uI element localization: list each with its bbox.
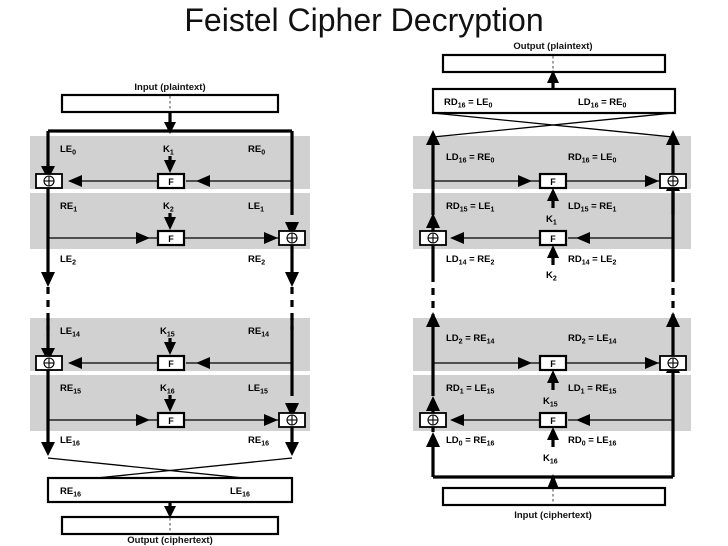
enc-r16-arrow-mid (136, 414, 150, 426)
enc-label-K1: K1​ (163, 144, 174, 157)
enc-label-RE14: RE14​ (248, 326, 269, 339)
dec-label-K1: K1​ (546, 214, 557, 227)
enc-label-LE15: LE15​ (248, 383, 268, 396)
enc-label-LE0: LE0​ (60, 144, 76, 157)
dec-left-arrow-top (426, 130, 440, 145)
dec-left-arrow-bottom (426, 432, 440, 447)
dec-left-arrow-r16 (426, 396, 440, 411)
enc-label-K16: K16​ (160, 383, 175, 396)
enc-k16-arrow (164, 399, 176, 412)
dec-f-label-r16: F (550, 416, 556, 426)
enc-r2-arrow-mid (136, 232, 150, 244)
dec-r15-arrow-mid (518, 357, 532, 369)
dec-k15-arrow (547, 370, 559, 383)
dec-label-LD2: LD2​ = RE14​ (446, 333, 495, 346)
enc-output-caption: Output (ciphertext) (127, 535, 213, 546)
enc-label-LE16: LE16​ (60, 435, 80, 448)
enc-label-K15: K15​ (160, 326, 175, 339)
enc-k1-arrow (164, 160, 176, 173)
dec-swap-left: RD16​ = LE0​ (444, 97, 493, 110)
dec-output-arrow-head (547, 70, 559, 83)
enc-r15-arrow-left (68, 357, 82, 369)
dec-left-arrow-r15 (426, 312, 440, 327)
enc-left-arrow-r2 (41, 272, 55, 287)
enc-label-LE14: LE14​ (60, 326, 80, 339)
dec-swap-right: LD16​ = RE0​ (578, 97, 627, 110)
enc-right-arrow-mid (285, 272, 299, 287)
dec-input-caption: Input (ciphertext) (514, 510, 592, 521)
dec-label-LD16: LD16​ = RE0​ (446, 152, 495, 165)
enc-r1-arrow-left (68, 175, 82, 187)
dec-label-LD14: LD14​ = RE2​ (446, 254, 495, 267)
dec-output-box (441, 53, 667, 74)
enc-left-arrow-r1 (41, 166, 55, 180)
dec-label-K15: K15​ (543, 396, 558, 409)
dec-f-label-r1: F (550, 177, 556, 187)
dec-input-box (441, 486, 667, 507)
enc-label-RE15: RE15​ (60, 383, 81, 396)
dec-r16-arrow-right (576, 414, 590, 426)
dec-r1-arrow-right (645, 175, 659, 187)
dec-label-K2: K2​ (546, 270, 557, 283)
dec-output-caption: Output (plaintext) (513, 41, 592, 52)
enc-f-label-r2: F (168, 234, 174, 244)
enc-f-label-r15: F (168, 359, 174, 369)
dec-label-LD1: LD1​ = RE15​ (568, 383, 617, 396)
dec-k2-arrow (547, 245, 559, 258)
enc-swap-right: LE16​ (230, 486, 250, 499)
enc-input-caption: Input (plaintext) (134, 82, 205, 93)
enc-label-RE2: RE2​ (248, 254, 265, 267)
enc-input-arrow-head (164, 122, 176, 134)
dec-left-arrow-r2 (426, 213, 440, 228)
enc-label-RE0: RE0​ (248, 144, 265, 157)
enc-k2-arrow (164, 217, 176, 230)
dec-f-label-r2: F (550, 234, 556, 244)
dec-label-RD2: RD2​ = LE14​ (568, 333, 617, 346)
dec-label-RD15: RD15​ = LE1​ (446, 201, 495, 214)
dec-label-RD0: RD0​ = LE16​ (568, 435, 617, 448)
enc-output-arrow-head (164, 506, 176, 518)
enc-swap-box (46, 476, 294, 504)
dec-crossover-right-to-left (432, 112, 674, 138)
enc-label-RE16: RE16​ (248, 435, 269, 448)
dec-label-LD15: LD15​ = RE1​ (568, 201, 617, 214)
enc-f-label-r1: F (168, 177, 174, 187)
dec-k1-arrow (547, 188, 559, 201)
enc-r2-arrow-right (264, 232, 278, 244)
dec-right-arrow-top (666, 130, 680, 145)
dec-k16-arrow (547, 427, 559, 440)
enc-right-arrow-out (285, 442, 299, 456)
enc-label-K2: K2​ (163, 201, 174, 214)
dec-f-label-r15: F (550, 359, 556, 369)
dec-label-RD1: RD1​ = LE15​ (446, 383, 495, 396)
dec-label-RD14: RD14​ = LE2​ (568, 254, 617, 267)
page-title: Feistel Cipher Decryption (184, 2, 544, 38)
enc-label-LE1: LE1​ (248, 201, 264, 214)
enc-r15-arrow-right (196, 357, 210, 369)
enc-f-label-r16: F (168, 416, 174, 426)
dec-right-arrow-r15 (666, 312, 680, 327)
enc-label-RE1: RE1​ (60, 201, 77, 214)
enc-right-arrow-r2 (285, 222, 299, 237)
enc-r1-arrow-right (196, 175, 210, 187)
dec-label-RD16: RD16​ = LE0​ (568, 152, 617, 165)
enc-swap-left: RE16​ (60, 486, 81, 499)
enc-label-LE2: LE2​ (60, 254, 76, 267)
dec-label-K16: K16​ (543, 453, 558, 466)
enc-right-arrow-r16 (285, 403, 299, 418)
enc-r16-arrow-right (264, 414, 278, 426)
dec-input-arrow-head (547, 474, 559, 489)
dec-label-LD0: LD0​ = RE16​ (446, 435, 495, 448)
dec-r15-arrow-right (645, 357, 659, 369)
dec-r2-arrow-right (576, 232, 590, 244)
enc-left-arrow-out (41, 442, 55, 456)
enc-left-arrow-r15 (41, 348, 55, 362)
dec-r16-arrow-left (450, 414, 464, 426)
dec-r1-arrow-mid (518, 175, 532, 187)
dec-swap-box (431, 87, 677, 115)
dec-r2-arrow-left (450, 232, 464, 244)
enc-k15-arrow (164, 342, 176, 355)
